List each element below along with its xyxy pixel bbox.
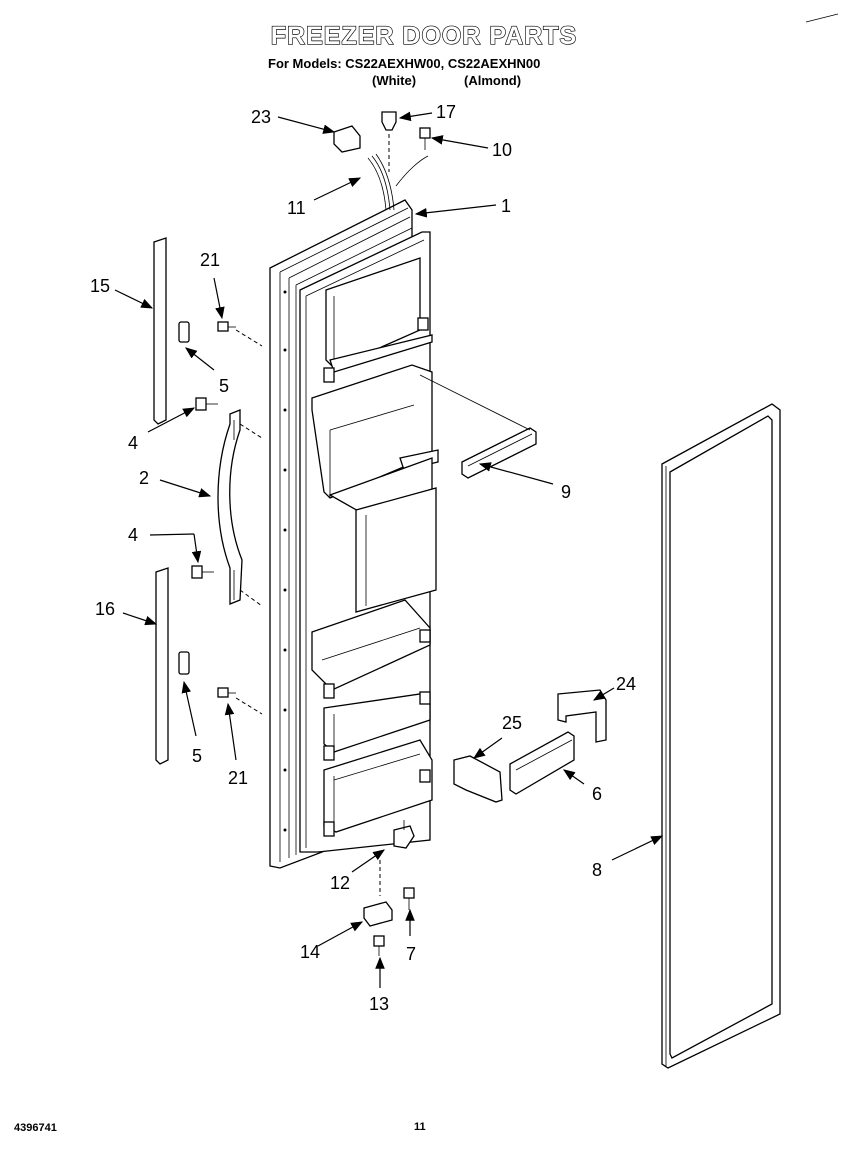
handle-screw-lower [191, 565, 214, 579]
callout-labels: 23 17 10 11 1 21 15 5 4 2 9 4 16 5 21 24… [90, 102, 636, 1014]
hinge-screw-13 [373, 935, 385, 956]
callout-24: 24 [616, 674, 636, 694]
hinge-screw-7 [403, 887, 415, 910]
callout-2: 2 [139, 468, 149, 488]
leader-lines [114, 111, 664, 988]
callout-8: 8 [592, 860, 602, 880]
handle-screw-upper [195, 397, 218, 411]
bin-end-cap-25 [453, 755, 503, 803]
callout-4-top: 4 [128, 433, 138, 453]
callout-1: 1 [501, 196, 511, 216]
color-white-label: (White) [372, 73, 417, 88]
callout-9: 9 [561, 482, 571, 502]
trim-strip-top [153, 237, 167, 425]
hinge-pin-12 [393, 820, 415, 849]
callout-5-bottom: 5 [192, 746, 202, 766]
bin-front-6 [509, 731, 575, 795]
callout-13: 13 [369, 994, 389, 1014]
trim-clip-lower [178, 651, 190, 675]
callout-21-top: 21 [200, 250, 220, 270]
callout-23: 23 [251, 107, 271, 127]
door-handle [217, 409, 243, 605]
wire-harness [367, 153, 429, 211]
trim-strip-bottom [155, 567, 169, 765]
guide-line [239, 423, 263, 439]
trim-clip-upper [178, 321, 190, 343]
callout-16: 16 [95, 599, 115, 619]
callout-17: 17 [436, 102, 456, 122]
page-title: FREEZER DOOR PARTS [270, 21, 578, 50]
door-gasket [661, 403, 781, 1069]
trim-screw-lower [217, 687, 236, 698]
guide-line [235, 329, 263, 347]
callout-10: 10 [492, 140, 512, 160]
trim-screw-upper [217, 321, 236, 332]
connector-housing [333, 125, 361, 153]
callout-12: 12 [330, 873, 350, 893]
callout-6: 6 [592, 784, 602, 804]
page-number: 11 [414, 1121, 426, 1133]
callout-15: 15 [90, 276, 110, 296]
top-screw [419, 127, 431, 150]
callout-5-top: 5 [219, 376, 229, 396]
plug-button [381, 111, 397, 172]
document-number: 4396741 [14, 1122, 57, 1134]
callout-4-bottom: 4 [128, 525, 138, 545]
freezer-door-assembly [269, 199, 439, 869]
guide-line [235, 697, 263, 715]
color-almond-label: (Almond) [464, 73, 522, 88]
callout-7: 7 [406, 944, 416, 964]
corner-mark [805, 13, 839, 23]
hinge-block-14 [363, 901, 393, 927]
guide-line [239, 589, 263, 607]
callout-14: 14 [300, 942, 320, 962]
models-line: For Models: CS22AEXHW00, CS22AEXHN00 [268, 56, 541, 71]
callout-21-bottom: 21 [228, 768, 248, 788]
callout-25: 25 [502, 713, 522, 733]
callout-11: 11 [287, 198, 306, 218]
